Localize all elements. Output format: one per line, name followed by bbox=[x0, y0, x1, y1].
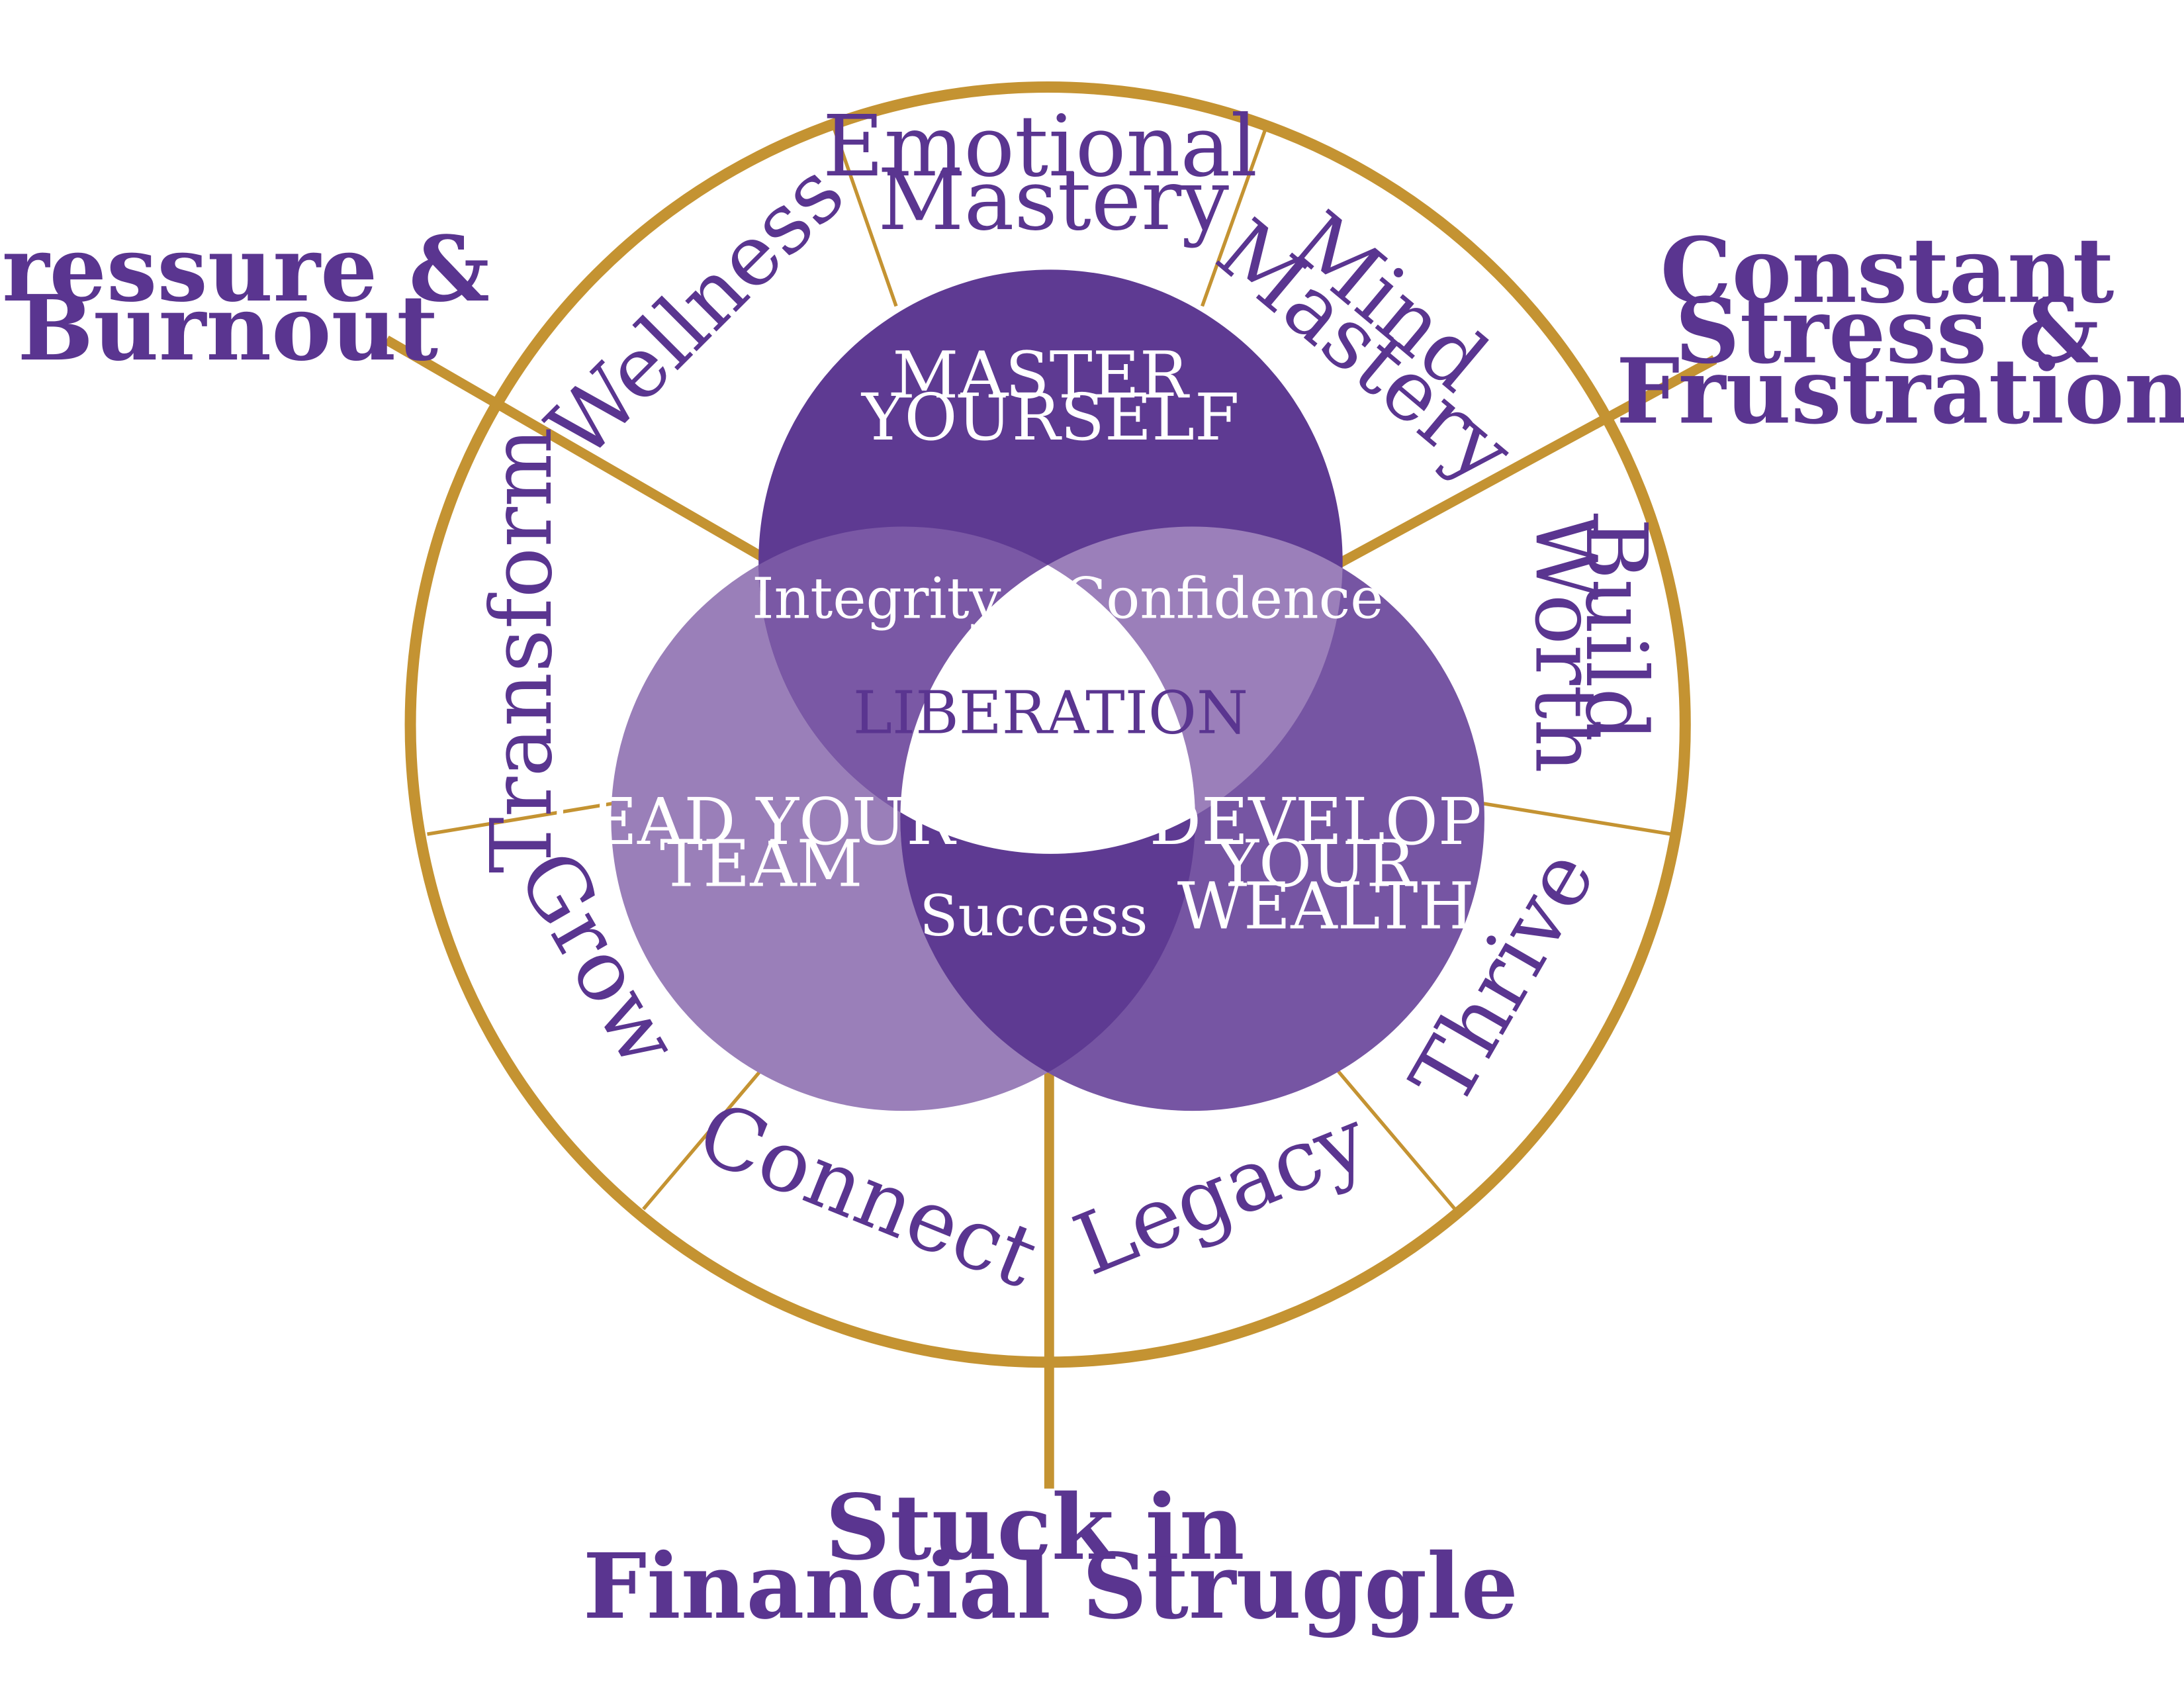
label-pressure-burnout: Pressure & Burnout bbox=[0, 217, 522, 381]
divider-connect-grow bbox=[642, 1070, 762, 1211]
divider-stress bbox=[1334, 355, 1717, 569]
label-lead-your-team: LEAD YOUR TEAM bbox=[547, 784, 976, 902]
segment-transform: Transform bbox=[473, 427, 571, 873]
divider-thrive-legacy bbox=[1337, 1070, 1457, 1211]
divider-emotional-mind bbox=[1201, 128, 1267, 307]
segment-dividers bbox=[427, 128, 1672, 1211]
segment-emotional-mastery: Emotional Mastery bbox=[823, 98, 1285, 250]
label-develop-your-wealth: DEVELOP YOUR WEALTH bbox=[1150, 784, 1502, 944]
label-financial-struggle: Stuck in Financial Struggle bbox=[583, 1476, 1518, 1640]
main-dividers bbox=[384, 335, 1717, 1489]
divider-buildworth-thrive bbox=[1481, 801, 1672, 836]
label-liberation: LIBERATION bbox=[853, 679, 1248, 747]
divider-wellness-emotional bbox=[833, 128, 898, 307]
label-constant-stress: Constant Stress & Frustration bbox=[1616, 218, 2184, 444]
divider-grow-transform bbox=[427, 801, 615, 836]
label-success: Success bbox=[919, 884, 1148, 949]
segment-build-worth: Build Worth bbox=[1516, 513, 1664, 773]
label-master-yourself: MASTER YOURSELF bbox=[860, 338, 1240, 455]
label-integrity: Integrity bbox=[752, 566, 1001, 632]
label-confidence: Confidence bbox=[1063, 566, 1383, 632]
divider-pressure bbox=[384, 335, 768, 563]
